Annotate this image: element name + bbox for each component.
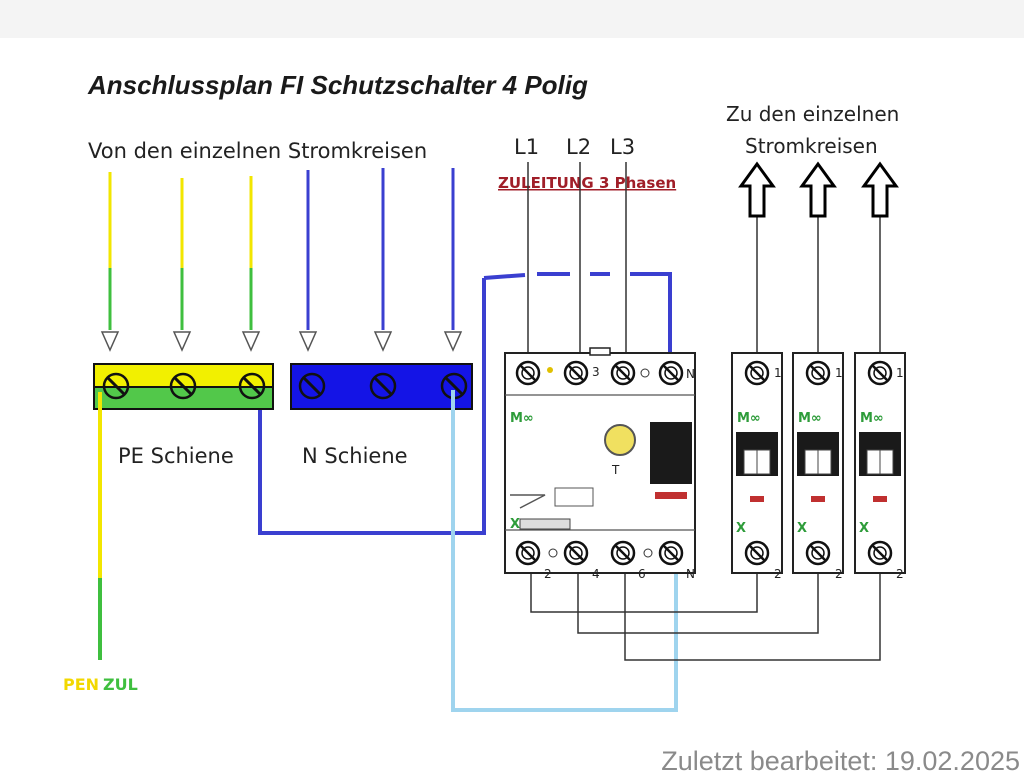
diagram-canvas: Anschlussplan FI Schutzschalter 4 Polig … <box>0 38 1024 738</box>
pe-rail <box>93 363 274 410</box>
diagram-title: Anschlussplan FI Schutzschalter 4 Polig <box>87 70 588 100</box>
svg-text:X: X <box>797 521 807 536</box>
phase-l2-label: L2 <box>566 135 591 159</box>
n-rail <box>290 363 473 410</box>
outgoing-arrows <box>739 162 898 358</box>
svg-text:1: 1 <box>896 366 904 380</box>
mcb-2: 1 M∞ X 2 <box>792 352 844 581</box>
rcd-terminal-n-in: N <box>686 367 695 381</box>
mcb-1: 1 M∞ X 2 <box>731 352 783 581</box>
pe-incoming-wires <box>100 172 261 352</box>
svg-text:M∞: M∞ <box>737 411 761 426</box>
mcb-3: 1 M∞ X 2 <box>854 352 906 581</box>
svg-text:M∞: M∞ <box>860 411 884 426</box>
svg-text:2: 2 <box>774 567 782 581</box>
svg-text:1: 1 <box>835 366 843 380</box>
svg-text:X: X <box>736 521 746 536</box>
zul-label: ZUL <box>103 675 138 694</box>
svg-text:1: 1 <box>774 366 782 380</box>
n-rail-label: N Schiene <box>302 444 408 468</box>
label-from-circuits: Von den einzelnen Stromkreisen <box>88 139 427 163</box>
supply-label: ZULEITUNG 3 Phasen <box>498 174 676 192</box>
wiring-diagram: Anschlussplan FI Schutzschalter 4 Polig … <box>63 70 906 712</box>
neutral-bridge-wire <box>258 272 672 535</box>
pe-rail-label: PE Schiene <box>118 444 234 468</box>
last-edited-text: Zuletzt bearbeitet: 19.02.2025 <box>661 746 1020 776</box>
n-incoming-wires <box>298 168 463 352</box>
label-to-circuits-2: Stromkreisen <box>745 134 878 158</box>
rcd-terminal-3: 3 <box>592 365 600 379</box>
rcd-terminal-4: 4 <box>592 567 600 581</box>
rcd-brand: M∞ <box>510 411 534 426</box>
rcd-terminal-2: 2 <box>544 567 552 581</box>
phase-l3-label: L3 <box>610 135 635 159</box>
pen-label: PEN <box>63 675 99 694</box>
top-bar <box>0 0 1024 38</box>
rcd-test-label: T <box>611 463 620 477</box>
svg-text:2: 2 <box>835 567 843 581</box>
svg-text:M∞: M∞ <box>798 411 822 426</box>
rcd-output-wires <box>530 556 881 661</box>
phase-supply-lines <box>527 162 627 372</box>
label-to-circuits-1: Zu den einzelnen <box>726 102 899 126</box>
rcd-terminal-6: 6 <box>638 567 646 581</box>
rcd-x-mark: X <box>510 517 520 532</box>
svg-text:2: 2 <box>896 567 904 581</box>
phase-l1-label: L1 <box>514 135 539 159</box>
rcd-device: 3 N M∞ T X 2 4 6 N <box>504 347 696 581</box>
rcd-terminal-n-out: N <box>686 567 695 581</box>
svg-text:X: X <box>859 521 869 536</box>
